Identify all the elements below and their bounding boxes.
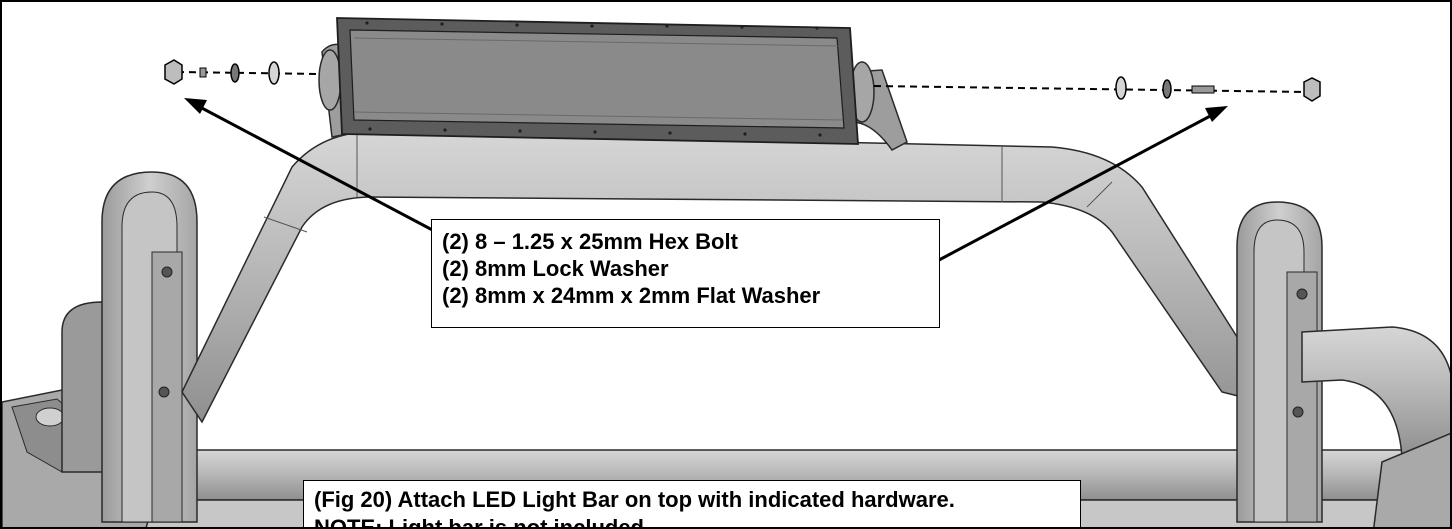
lock-washer-icon bbox=[1162, 79, 1172, 99]
left-leader-line bbox=[197, 104, 441, 236]
right-upright-loop bbox=[1236, 201, 1450, 527]
hex-bolt-head-icon bbox=[164, 59, 183, 85]
flat-washer-icon bbox=[1115, 76, 1127, 100]
right-arrowhead-icon bbox=[1205, 106, 1228, 122]
lock-washer-icon bbox=[230, 63, 240, 83]
flat-washer-icon bbox=[268, 61, 280, 85]
figure-caption-box: (Fig 20) Attach LED Light Bar on top wit… bbox=[303, 480, 1081, 529]
caption-instruction: (Fig 20) Attach LED Light Bar on top wit… bbox=[314, 487, 955, 512]
left-arrowhead-icon bbox=[184, 98, 207, 114]
led-light-bar bbox=[336, 17, 859, 145]
hex-bolt-head-icon bbox=[1303, 77, 1321, 102]
hardware-line-flat-washer: (2) 8mm x 24mm x 2mm Flat Washer bbox=[442, 283, 821, 308]
hardware-line-hex-bolt: (2) 8 – 1.25 x 25mm Hex Bolt bbox=[442, 229, 738, 254]
leader-arrows bbox=[184, 98, 1228, 262]
right-hardware-stack bbox=[873, 76, 1321, 102]
caption-note: NOTE: Light bar is not included. bbox=[314, 515, 651, 529]
hardware-callout-box: (2) 8 – 1.25 x 25mm Hex Bolt (2) 8mm Loc… bbox=[431, 219, 940, 328]
left-hardware-stack bbox=[164, 59, 321, 85]
right-leader-line bbox=[938, 112, 1215, 262]
hardware-line-lock-washer: (2) 8mm Lock Washer bbox=[442, 256, 669, 281]
left-upright-loop bbox=[101, 171, 198, 523]
